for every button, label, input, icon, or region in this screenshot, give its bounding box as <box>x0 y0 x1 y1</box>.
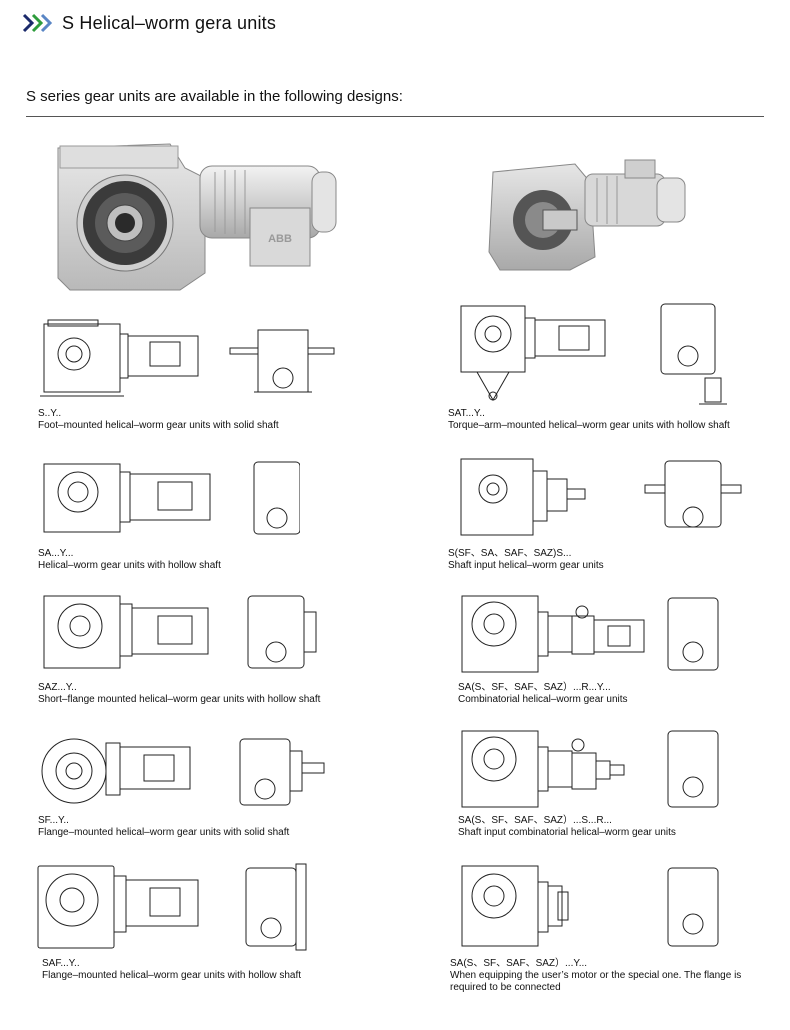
design-code: SAF...Y.. <box>42 958 80 969</box>
design-description: Foot–mounted helical–worm gear units wit… <box>38 420 279 431</box>
design-description: Helical–worm gear units with hollow shaf… <box>38 560 221 571</box>
design-description: Flange–mounted helical–worm gear units w… <box>42 970 302 981</box>
drawing-sa-y <box>40 458 300 538</box>
triple-chevron-right-icon <box>22 13 53 33</box>
intro-text: S series gear units are available in the… <box>26 88 403 105</box>
drawing-saz-y <box>40 592 320 672</box>
drawing-sf-y <box>40 733 330 808</box>
design-caption-1: S..Y.. Foot–mounted helical–worm gear un… <box>38 408 358 432</box>
design-description: When equipping the user’s motor or the s… <box>450 970 742 993</box>
design-caption-4: S(SF、SA、SAF、SAZ)S... Shaft input helical… <box>448 548 768 572</box>
design-code: SAZ...Y.. <box>38 682 77 693</box>
design-caption-3: SA...Y... Helical–worm gear units with h… <box>38 548 358 572</box>
gear-motor-photo-abb: ABB <box>50 138 340 298</box>
gear-motor-photo <box>485 152 695 277</box>
design-caption-9: SAF...Y.. Flange–mounted helical–worm ge… <box>42 958 362 982</box>
drawing-sat-y <box>455 300 735 410</box>
design-description: Shaft input combinatorial helical–worm g… <box>458 827 676 838</box>
drawing-shaft-input-s <box>455 455 745 540</box>
design-description: Torque–arm–mounted helical–worm gear uni… <box>448 420 730 431</box>
page-header: S Helical–worm gera units <box>22 10 276 36</box>
design-description: Combinatorial helical–worm gear units <box>458 694 628 705</box>
design-caption-10: SA(S、SF、SAF、SAZ）...Y... When equipping t… <box>450 958 765 994</box>
drawing-user-motor <box>458 862 738 952</box>
design-caption-6: SA(S、SF、SAF、SAZ）...R...Y... Combinatoria… <box>458 682 768 706</box>
drawing-s-y <box>40 318 340 398</box>
design-code: SF...Y.. <box>38 815 69 826</box>
design-code: SA(S、SF、SAF、SAZ）...S...R... <box>458 815 612 826</box>
design-caption-5: SAZ...Y.. Short–flange mounted helical–w… <box>38 682 348 706</box>
design-caption-8: SA(S、SF、SAF、SAZ）...S...R... Shaft input … <box>458 815 768 839</box>
design-caption-7: SF...Y.. Flange–mounted helical–worm gea… <box>38 815 358 839</box>
design-code: S(SF、SA、SAF、SAZ)S... <box>448 548 572 559</box>
drawing-shaft-input-combinatorial <box>458 727 738 812</box>
design-code: SA...Y... <box>38 548 74 559</box>
photo-brand-label: ABB <box>268 233 292 245</box>
design-description: Short–flange mounted helical–worm gear u… <box>38 694 321 705</box>
design-code: SA(S、SF、SAF、SAZ）...Y... <box>450 958 588 969</box>
design-code: SAT...Y.. <box>448 408 485 419</box>
design-code: S..Y.. <box>38 408 62 419</box>
divider <box>26 116 764 117</box>
design-description: Flange–mounted helical–worm gear units w… <box>38 827 290 838</box>
design-caption-2: SAT...Y.. Torque–arm–mounted helical–wor… <box>448 408 758 432</box>
drawing-combinatorial-r-y <box>458 592 738 677</box>
drawing-saf-y <box>36 862 326 952</box>
design-description: Shaft input helical–worm gear units <box>448 560 604 571</box>
page-title: S Helical–worm gera units <box>62 12 277 33</box>
design-code: SA(S、SF、SAF、SAZ）...R...Y... <box>458 682 611 693</box>
